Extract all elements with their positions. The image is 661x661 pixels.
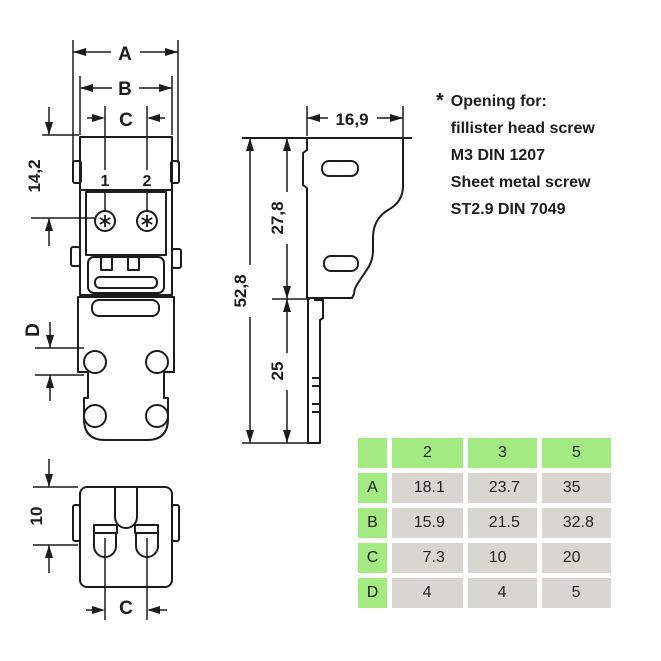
dimension-52-8: 52,8	[231, 138, 257, 443]
footnote-line: fillister head screw	[450, 120, 595, 137]
footnote-lines: Opening for: fillister head screw M3 DIN…	[451, 88, 595, 223]
dimension-label-d: D	[23, 323, 44, 337]
table-cell: 23.7	[468, 473, 537, 503]
front-view-drawing: A B C 1 2	[23, 40, 182, 441]
pole-count-header: 5	[542, 438, 611, 468]
table-cell: 4	[392, 578, 463, 608]
table-cell: 20	[542, 543, 611, 573]
dimension-label-c-bottom: C	[119, 598, 133, 619]
dimension-25: 25	[242, 298, 312, 444]
table-cell: 4	[468, 578, 537, 608]
dimension-label-14-2: 14,2	[25, 159, 44, 192]
dimension-label-b: B	[118, 79, 132, 100]
dimension-label-c-front: C	[119, 110, 133, 131]
dimension-27-8: 27,8	[268, 138, 294, 299]
table-cell: 18.1	[392, 473, 463, 503]
bottom-view-part-outline	[72, 486, 180, 588]
bottom-view-drawing: 10 C	[27, 459, 180, 620]
dimension-14-2: 14,2	[25, 107, 95, 246]
dimension-10: 10	[27, 459, 78, 573]
dimension-a: A	[72, 40, 179, 163]
dimension-letter-cell: C	[358, 543, 387, 573]
front-view-part-outline	[70, 136, 182, 441]
footnote-annotation: * Opening for: fillister head screw M3 D…	[436, 88, 595, 223]
dimension-c-front: C 1 2	[87, 106, 165, 211]
dimension-label-27-8: 27,8	[268, 201, 287, 234]
table-cell: 35	[542, 473, 611, 503]
footnote-marker: *	[436, 90, 444, 112]
table-cell: 5	[542, 578, 611, 608]
dimension-label-a: A	[118, 44, 132, 65]
dimension-letter-cell: D	[358, 578, 387, 608]
dimension-d: D	[23, 322, 84, 401]
table-cell: 7.3	[392, 543, 463, 573]
table-cell: 15.9	[392, 508, 463, 538]
side-view-part-outline	[242, 137, 412, 444]
table-corner-cell	[358, 438, 387, 468]
dimension-letter-cell: A	[358, 473, 387, 503]
footnote-line: Opening for:	[450, 93, 547, 110]
dimension-b: B	[79, 76, 173, 135]
footnote-line: Sheet metal screw	[450, 174, 591, 191]
table-cell: 32.8	[542, 508, 611, 538]
dimension-letter-cell: B	[358, 508, 387, 538]
table-cell: 10	[468, 543, 537, 573]
dimension-16-9: 16,9	[306, 106, 404, 184]
pole-count-header: 3	[468, 438, 537, 468]
pole-number-1: 1	[101, 173, 110, 190]
dimension-label-52-8: 52,8	[231, 274, 250, 307]
pole-number-2: 2	[143, 173, 152, 190]
side-view-drawing: 16,9 52,8 27,8 25	[231, 106, 412, 444]
dimension-label-16-9: 16,9	[335, 110, 368, 129]
dimension-label-10: 10	[27, 507, 46, 526]
footnote-asterisk-icon	[99, 215, 153, 227]
dimension-c-bottom: C	[86, 538, 167, 620]
footnote-line: M3 DIN 1207	[450, 147, 546, 164]
footnote-line: ST2.9 DIN 7049	[450, 201, 566, 218]
table-cell: 21.5	[468, 508, 537, 538]
pole-count-header: 2	[392, 438, 463, 468]
dimension-label-25: 25	[268, 362, 287, 381]
